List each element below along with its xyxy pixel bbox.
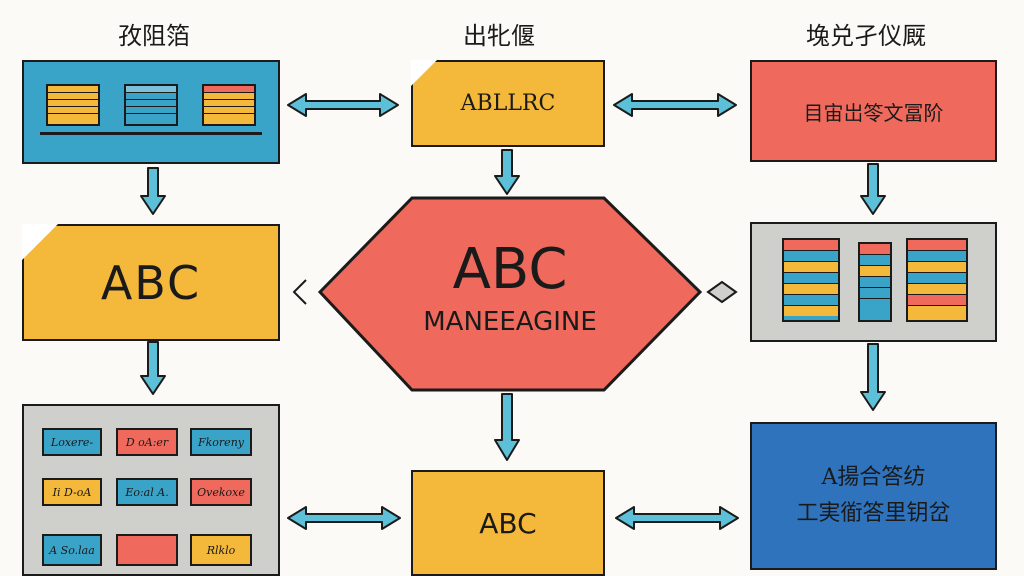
chip-7: A So.laa	[42, 534, 102, 566]
top-right-box: 目宙岀笭文冨阶	[750, 60, 997, 162]
double-arrow-bottom-left	[287, 506, 401, 530]
double-arrow-bottom-right	[615, 506, 739, 530]
right-diamond-icon	[706, 280, 738, 304]
bottom-center-label: ABC	[479, 506, 537, 540]
mid-left-label: ABC	[100, 255, 202, 310]
folded-corner	[411, 60, 437, 86]
top-center-box: ABLLRC	[411, 60, 605, 147]
left-column-header: 孜阻箔	[118, 22, 190, 50]
color-table-1	[782, 238, 840, 322]
chip-1: Loxere-	[42, 428, 102, 456]
top-left-box	[22, 60, 280, 164]
center-column-header: 出牝偃	[463, 22, 535, 50]
left-chevron-icon	[292, 279, 307, 305]
bottom-right-line-2: 工実衜答里钥岔	[796, 501, 951, 526]
mini-table-3	[202, 84, 256, 126]
down-arrow-right-2	[860, 343, 886, 411]
shelf-line	[40, 132, 262, 135]
top-center-label: ABLLRC	[460, 91, 556, 116]
color-table-3	[906, 238, 968, 322]
down-arrow-center-1	[494, 149, 520, 195]
hexagon-subtitle: MANEEAGINE	[423, 307, 597, 337]
chip-2: D oA:er	[116, 428, 178, 456]
down-arrow-center-2	[494, 393, 520, 461]
double-arrow-top-left	[287, 93, 399, 117]
chip-grid: Loxere- D oA:er Fkoreny Ii D-oA Eo:al A.…	[24, 406, 278, 574]
bottom-right-line-1: A揚合答纺	[821, 465, 926, 490]
double-arrow-top-right	[613, 93, 737, 117]
down-arrow-left-2	[140, 341, 166, 395]
hexagon-title: ABC	[453, 237, 568, 302]
top-right-label: 目宙岀笭文冨阶	[803, 100, 944, 125]
right-column-header: 堍兑孑仪厩	[806, 22, 926, 50]
chip-4: Ii D-oA	[42, 478, 102, 506]
mini-table-2	[124, 84, 178, 126]
mid-right-box	[750, 222, 997, 342]
bottom-center-box: ABC	[411, 470, 605, 576]
bottom-left-box: Loxere- D oA:er Fkoreny Ii D-oA Eo:al A.…	[22, 404, 280, 576]
color-table-2	[858, 242, 892, 322]
chip-5: Eo:al A.	[116, 478, 178, 506]
folded-corner	[22, 224, 58, 260]
bottom-right-box: A揚合答纺 工実衜答里钥岔	[750, 422, 997, 570]
chip-6: Ovekoxe	[190, 478, 252, 506]
mid-left-box: ABC	[22, 224, 280, 341]
chip-3: Fkoreny	[190, 428, 252, 456]
down-arrow-left-1	[140, 167, 166, 215]
center-hexagon	[317, 196, 703, 392]
mini-table-1	[46, 84, 100, 126]
down-arrow-right-1	[860, 163, 886, 215]
chip-9: Rlklo	[190, 534, 252, 566]
chip-8	[116, 534, 178, 566]
